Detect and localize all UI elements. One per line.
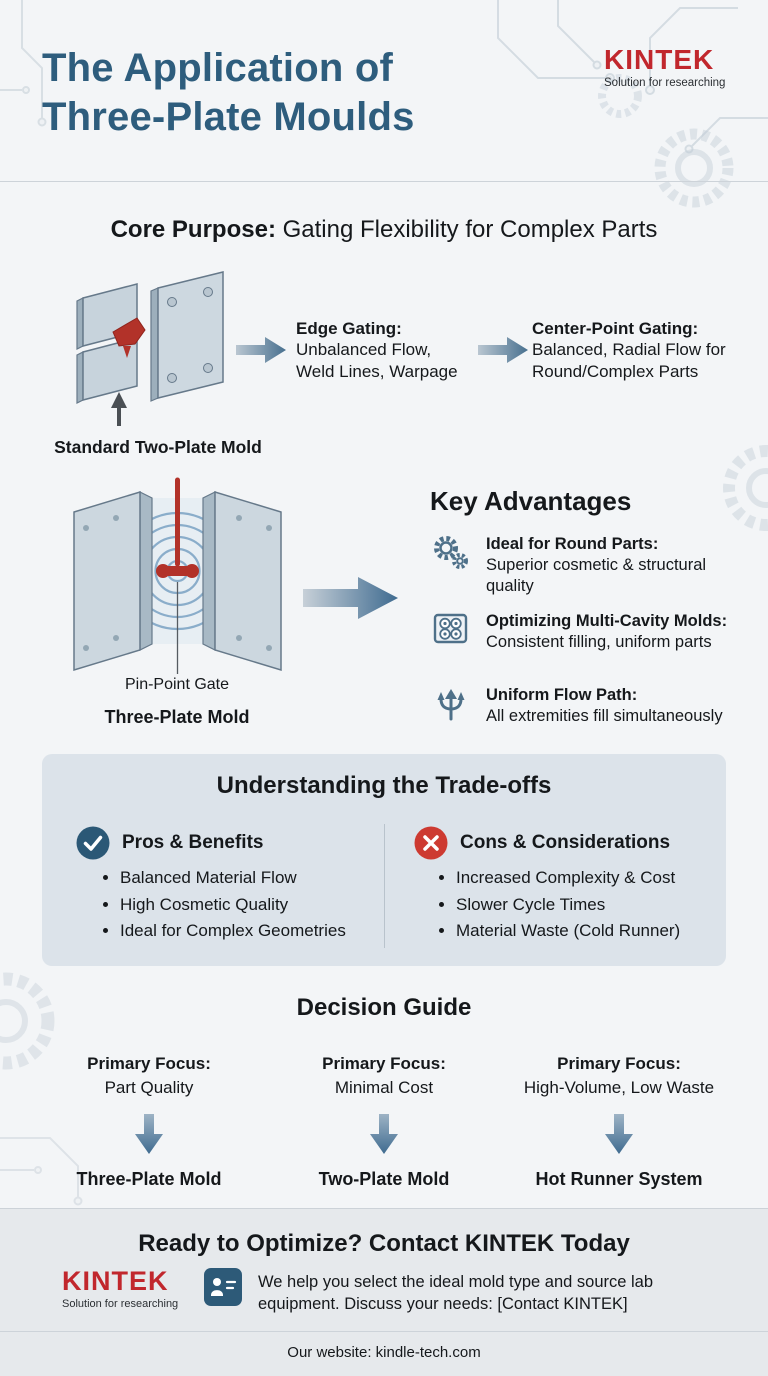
cross-circle-icon bbox=[414, 826, 448, 860]
advantage-desc: All extremities fill simultaneously bbox=[486, 707, 723, 725]
pros-item: High Cosmetic Quality bbox=[120, 895, 346, 915]
tradeoffs-heading: Understanding the Trade-offs bbox=[216, 772, 552, 799]
cons-list: Increased Complexity & Cost Slower Cycle… bbox=[436, 868, 680, 948]
tradeoffs-divider bbox=[384, 824, 385, 948]
down-arrow-icon bbox=[370, 1114, 398, 1154]
right-arrow-icon bbox=[478, 337, 528, 363]
website-text: Our website: kindle-tech.com bbox=[287, 1344, 481, 1361]
advantage-item: Ideal for Round Parts: Superior cosmetic… bbox=[486, 534, 742, 597]
core-purpose-heading-strong: Core Purpose: bbox=[110, 216, 276, 243]
advantage-desc: Superior cosmetic & structural quality bbox=[486, 556, 707, 595]
three-plate-mold-illustration bbox=[73, 477, 282, 674]
pros-title: Pros & Benefits bbox=[122, 832, 264, 853]
decision-column: Primary Focus: High-Volume, Low Waste Ho… bbox=[500, 1052, 738, 1190]
down-arrow-icon bbox=[605, 1114, 633, 1154]
multi-cavity-icon bbox=[433, 613, 468, 644]
flow-path-icon bbox=[437, 689, 465, 721]
page-title-line1: The Application of bbox=[42, 46, 393, 90]
two-plate-mold-caption: Standard Two-Plate Mold bbox=[54, 437, 262, 457]
header-divider bbox=[0, 181, 768, 182]
pros-list: Balanced Material Flow High Cosmetic Qua… bbox=[100, 868, 346, 948]
gears-icon bbox=[434, 536, 468, 569]
decision-focus-label: Primary Focus: bbox=[87, 1054, 211, 1073]
decision-result: Two-Plate Mold bbox=[318, 1169, 450, 1189]
pin-point-gate-label: Pin-Point Gate bbox=[124, 676, 230, 693]
contact-card-icon bbox=[204, 1268, 242, 1306]
pros-item: Ideal for Complex Geometries bbox=[120, 921, 346, 941]
edge-gating-block: Edge Gating: Unbalanced Flow, Weld Lines… bbox=[296, 318, 481, 382]
key-advantages-heading: Key Advantages bbox=[430, 486, 632, 516]
decision-column: Primary Focus: Part Quality Three-Plate … bbox=[30, 1052, 268, 1190]
circuit-decoration bbox=[497, 0, 768, 208]
decision-column: Primary Focus: Minimal Cost Two-Plate Mo… bbox=[265, 1052, 503, 1190]
advantage-item: Uniform Flow Path: All extremities fill … bbox=[486, 685, 746, 727]
right-arrow-icon bbox=[236, 337, 286, 363]
decision-focus: Part Quality bbox=[104, 1078, 194, 1097]
footer-brand-wordmark: KINTEK bbox=[62, 1266, 169, 1296]
core-purpose-heading: Core Purpose: Gating Flexibility for Com… bbox=[0, 216, 768, 244]
check-circle-icon bbox=[76, 826, 110, 860]
three-plate-mold-caption: Three-Plate Mold bbox=[104, 707, 250, 727]
edge-gating-line: Unbalanced Flow, bbox=[296, 340, 432, 359]
decision-focus-label: Primary Focus: bbox=[557, 1054, 681, 1073]
decision-guide-heading: Decision Guide bbox=[296, 994, 472, 1021]
decision-focus: Minimal Cost bbox=[334, 1078, 434, 1097]
decision-result: Hot Runner System bbox=[535, 1169, 703, 1189]
two-plate-mold-illustration bbox=[76, 271, 224, 426]
footer-heading: Ready to Optimize? Contact KINTEK Today bbox=[138, 1230, 630, 1257]
footer bbox=[0, 1208, 768, 1376]
cons-title: Cons & Considerations bbox=[460, 832, 671, 853]
brand-logo: KINTEK Solution for researching bbox=[604, 44, 725, 89]
core-purpose-heading-rest: Gating Flexibility for Complex Parts bbox=[275, 216, 658, 243]
center-gating-line: Round/Complex Parts bbox=[532, 361, 699, 381]
edge-gating-line: Weld Lines, Warpage bbox=[296, 361, 458, 381]
big-right-arrow-icon bbox=[303, 577, 398, 619]
brand-tagline: Solution for researching bbox=[604, 77, 726, 89]
down-arrow-icon bbox=[135, 1114, 163, 1154]
center-gating-block: Center-Point Gating: Balanced, Radial Fl… bbox=[532, 318, 742, 382]
cons-item: Material Waste (Cold Runner) bbox=[456, 921, 680, 941]
footer-brand-tagline: Solution for researching bbox=[62, 1298, 179, 1310]
advantage-title: Optimizing Multi-Cavity Molds: bbox=[486, 612, 728, 630]
advantage-item: Optimizing Multi-Cavity Molds: Consisten… bbox=[486, 611, 764, 653]
center-gating-title: Center-Point Gating: bbox=[532, 319, 699, 338]
advantage-desc: Consistent filling, uniform parts bbox=[486, 633, 712, 651]
gear-decoration bbox=[598, 74, 734, 208]
advantage-title: Ideal for Round Parts: bbox=[486, 535, 659, 553]
advantage-title: Uniform Flow Path: bbox=[486, 686, 638, 704]
gear-decoration bbox=[723, 445, 768, 531]
decision-result: Three-Plate Mold bbox=[76, 1169, 222, 1189]
footer-divider bbox=[0, 1331, 768, 1332]
edge-gating-title: Edge Gating: bbox=[296, 319, 402, 338]
pros-item: Balanced Material Flow bbox=[120, 868, 346, 888]
center-gating-line: Balanced, Radial Flow for bbox=[532, 340, 726, 359]
footer-message: We help you select the ideal mold type a… bbox=[258, 1273, 654, 1313]
footer-brand-logo: KINTEK Solution for researching bbox=[62, 1266, 178, 1310]
decision-focus: High-Volume, Low Waste bbox=[523, 1078, 715, 1097]
cons-item: Slower Cycle Times bbox=[456, 895, 680, 915]
page-title-line2: Three-Plate Moulds bbox=[42, 95, 415, 139]
cons-item: Increased Complexity & Cost bbox=[456, 868, 680, 888]
brand-wordmark: KINTEK bbox=[604, 44, 715, 75]
page-title: The Application of Three-Plate Moulds bbox=[42, 44, 415, 142]
decision-focus-label: Primary Focus: bbox=[322, 1054, 446, 1073]
